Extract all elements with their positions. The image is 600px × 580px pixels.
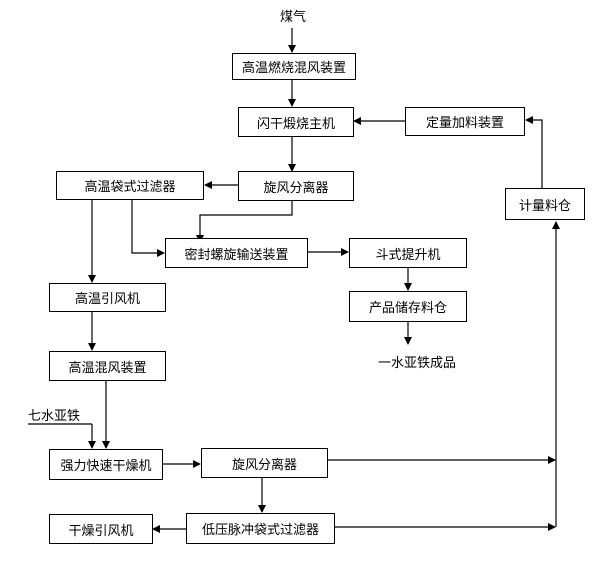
dry-fan-box: 干燥引风机 [49,514,153,544]
cyclone-top-box: 旋风分离器 [238,171,354,201]
calciner-box: 闪干煅烧主机 [238,107,354,137]
hot-bag-filter-box: 高温袋式过滤器 [56,171,204,200]
raw-material-label: 七水亚铁 [28,409,81,424]
meter-bin-box: 计量料仓 [505,188,585,220]
hot-mixer-box: 高温混风装置 [49,351,166,381]
bucket-elevator-box: 斗式提升机 [349,238,467,268]
arrow-meter-to-feeder [525,116,543,188]
dryer-box: 强力快速干燥机 [49,449,163,480]
cyclone-bottom-box: 旋风分离器 [201,448,328,478]
product-bin-box: 产品储存料仓 [349,291,467,322]
gas-input-label: 煤气 [280,10,307,25]
low-pressure-filter-box: 低压脉冲袋式过滤器 [186,513,335,544]
screw-conveyor-box: 密封螺旋输送装置 [165,238,308,268]
arrow-bagfilter-to-conveyor [131,200,165,257]
arrow-cyclone-to-conveyor [196,201,293,243]
feeder-box: 定量加料装置 [405,107,525,136]
hot-fan-box: 高温引风机 [49,283,166,312]
product-output-label: 一水亚铁成品 [378,356,457,371]
burner-box: 高温燃烧混风装置 [232,53,356,80]
